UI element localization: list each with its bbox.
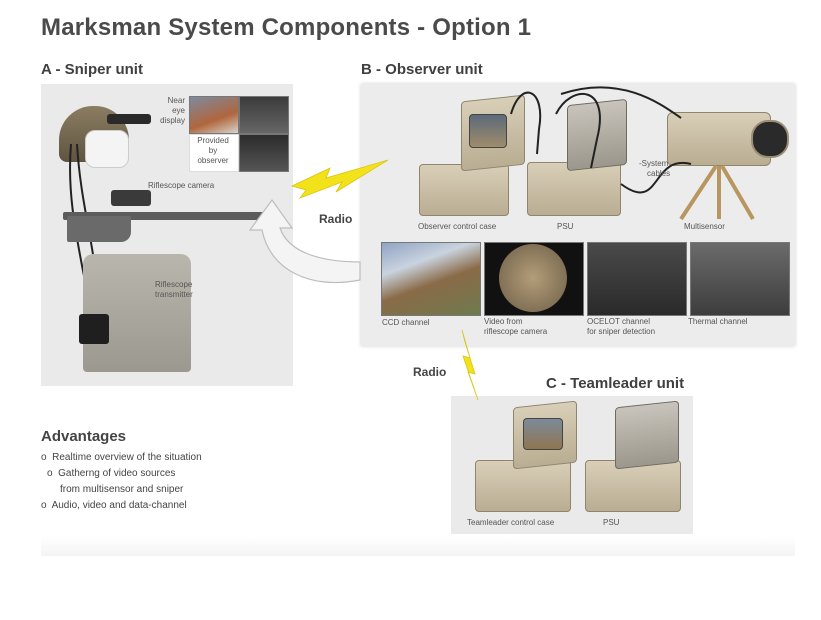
label-riflescope-camera-2: riflescope camera xyxy=(484,327,548,336)
label-provided-by-observer: Provided by observer xyxy=(189,136,237,166)
label-cables: cables xyxy=(647,169,671,178)
label-riflescope: Riflescope xyxy=(155,280,193,289)
label-near-eye-display: Near eye display xyxy=(155,96,185,126)
radio-label-1: Radio xyxy=(319,212,353,226)
teamleader-control-case xyxy=(475,460,571,512)
label-observer: observer xyxy=(197,156,229,165)
head-mannequin xyxy=(85,130,129,168)
rifle-stock xyxy=(67,216,131,242)
advantages-list: o Realtime overview of the situation o G… xyxy=(41,450,202,514)
page-title: Marksman System Components - Option 1 xyxy=(41,14,532,41)
label-riflescope-transmitter: Riflescope transmitter xyxy=(155,280,193,300)
ned-thumb-ocelot xyxy=(239,96,289,134)
label-ocelot-channel: OCELOT channel for sniper detection xyxy=(587,317,655,337)
label-transmitter: transmitter xyxy=(155,290,193,299)
label-ocelot: OCELOT channel xyxy=(587,317,650,326)
multisensor-lens xyxy=(751,120,789,158)
label-ccd-channel: CCD channel xyxy=(382,318,430,327)
riflescope-transmitter-device xyxy=(79,314,109,344)
bottom-band xyxy=(41,536,795,556)
teamleader-control-screen xyxy=(523,418,563,450)
multisensor-head xyxy=(667,112,771,166)
riflescope-camera-device xyxy=(111,190,151,206)
observer-psu-case xyxy=(527,162,621,216)
radio-bolt-sniper-observer xyxy=(290,159,389,199)
label-video-from: Video from xyxy=(484,317,523,326)
advantage-item-1: o Realtime overview of the situation xyxy=(41,450,202,466)
label-system-cables: -System cables xyxy=(639,159,670,179)
section-title-sniper: A - Sniper unit xyxy=(41,61,143,78)
advantage-text-2: Gatherng of video sources xyxy=(58,468,176,479)
bullet: o xyxy=(47,468,53,479)
ned-thumb-thermal xyxy=(239,134,289,172)
advantage-text-3: Audio, video and data-channel xyxy=(51,500,187,511)
thermal-channel-image xyxy=(690,242,790,316)
label-near: Near xyxy=(167,96,185,105)
label-video-riflescope: Video from riflescope camera xyxy=(484,317,547,337)
section-title-observer: B - Observer unit xyxy=(361,61,483,78)
label-observer-psu: PSU xyxy=(557,222,574,231)
advantage-item-2b: from multisensor and sniper xyxy=(60,484,184,495)
label-multisensor: Multisensor xyxy=(684,222,725,231)
arrow-observer-to-sniper xyxy=(248,198,361,284)
riflescope-video-image xyxy=(484,242,584,316)
label-teamleader-control-case: Teamleader control case xyxy=(467,518,555,527)
label-provided: Provided xyxy=(197,136,229,145)
radio-label-2: Radio xyxy=(413,365,447,379)
label-observer-control-case: Observer control case xyxy=(418,222,497,231)
ned-thumb-landscape xyxy=(189,96,239,134)
label-eye: eye xyxy=(172,106,185,115)
observer-unit-panel xyxy=(361,84,795,346)
label-teamleader-psu: PSU xyxy=(603,518,620,527)
radio-bolt-observer-teamleader xyxy=(461,329,479,401)
section-title-teamleader: C - Teamleader unit xyxy=(546,375,685,392)
label-display: display xyxy=(160,116,185,125)
near-eye-display-device xyxy=(107,114,151,124)
observer-cables-and-tripod xyxy=(510,86,755,221)
teamleader-unit-panel xyxy=(451,396,693,534)
advantage-item-3: o Audio, video and data-channel xyxy=(41,498,202,514)
label-by: by xyxy=(208,146,218,155)
label-riflescope-camera: Riflescope camera xyxy=(148,181,215,190)
rifle-barrel xyxy=(63,212,273,220)
label-system: -System xyxy=(639,159,669,168)
ccd-channel-image xyxy=(381,242,481,316)
advantage-text-1: Realtime overview of the situation xyxy=(52,452,202,463)
sniper-unit-panel xyxy=(41,84,293,386)
bullet: o xyxy=(41,452,47,463)
observer-control-screen xyxy=(469,114,507,148)
tactical-vest xyxy=(83,254,191,372)
bullet: o xyxy=(41,500,47,511)
advantage-item-2: o Gatherng of video sources xyxy=(41,466,202,482)
label-sniper-detection: for sniper detection xyxy=(587,327,656,336)
label-thermal-channel: Thermal channel xyxy=(688,317,748,326)
advantages-heading: Advantages xyxy=(41,428,127,445)
ocelot-channel-image xyxy=(587,242,687,316)
provided-by-observer-box xyxy=(189,134,239,172)
